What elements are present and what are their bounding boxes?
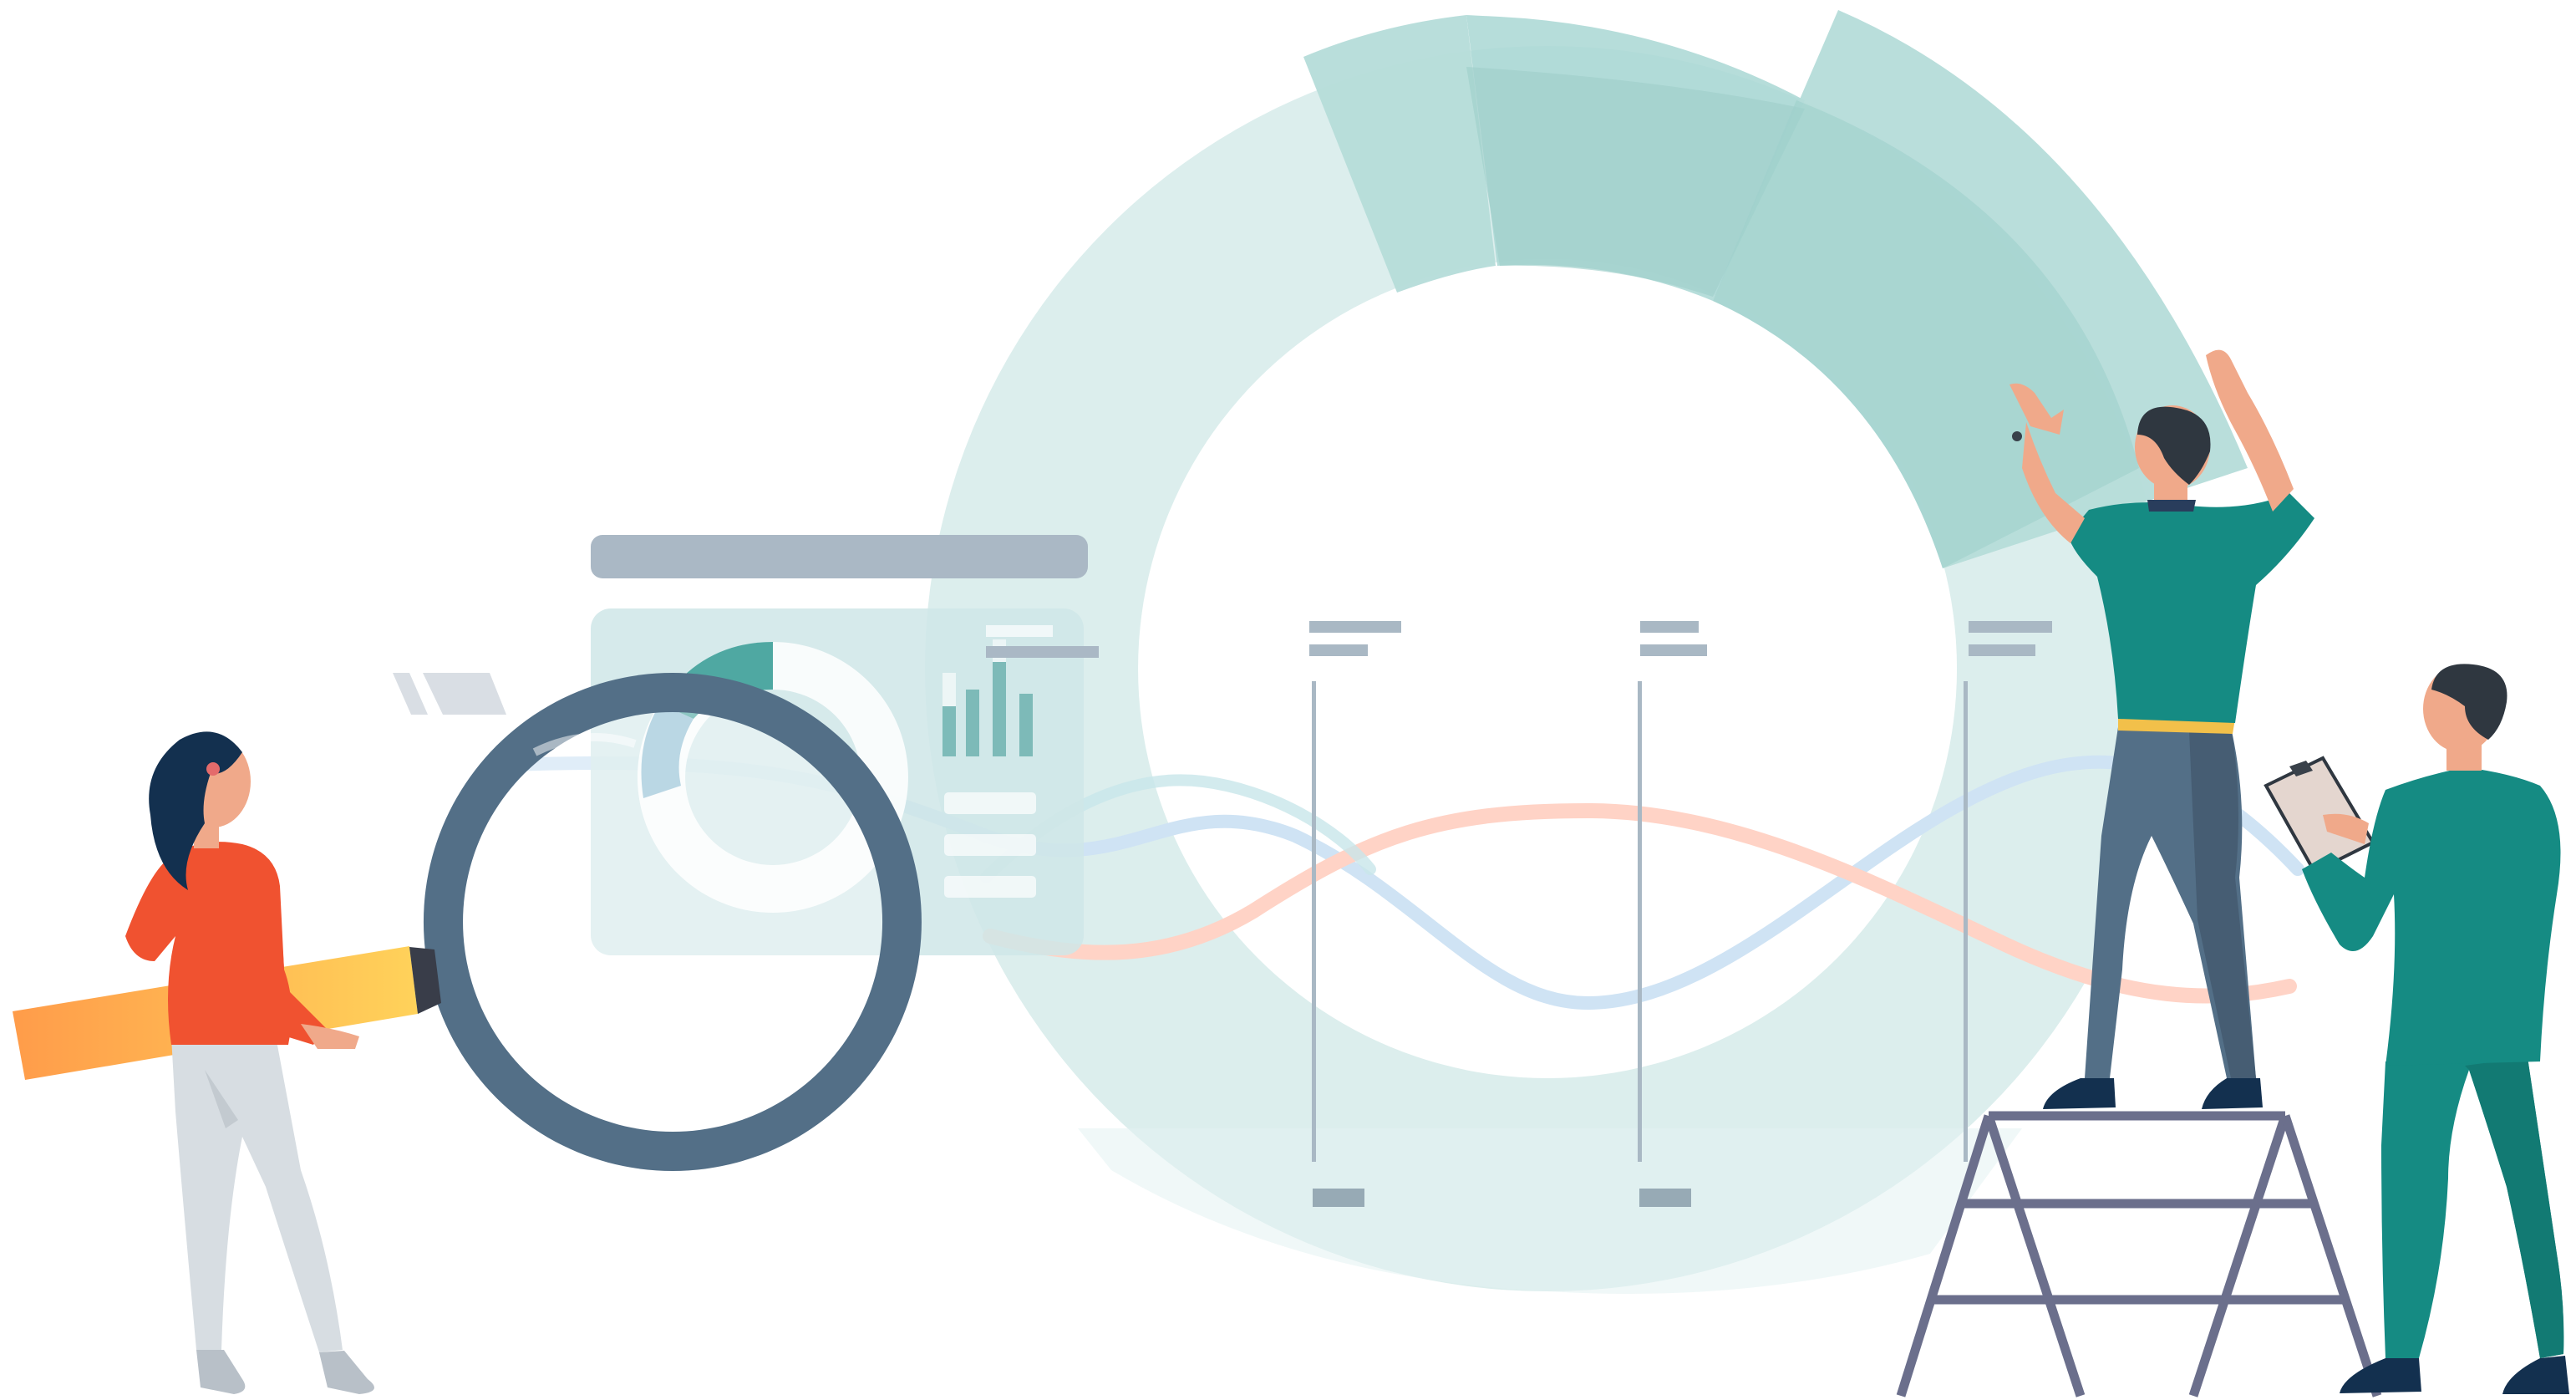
ladder-icon — [1896, 1111, 2382, 1397]
man-on-ladder — [2009, 349, 2314, 1109]
donut-highlight-segments — [1303, 10, 2248, 568]
bar-chart-icon — [943, 662, 1033, 756]
woman-analyst — [13, 731, 441, 1394]
dashboard-title-bar — [591, 535, 1088, 578]
magnifier-icon — [423, 673, 922, 1171]
man-with-clipboard — [2264, 664, 2569, 1394]
axis-guides — [1309, 621, 2052, 1207]
